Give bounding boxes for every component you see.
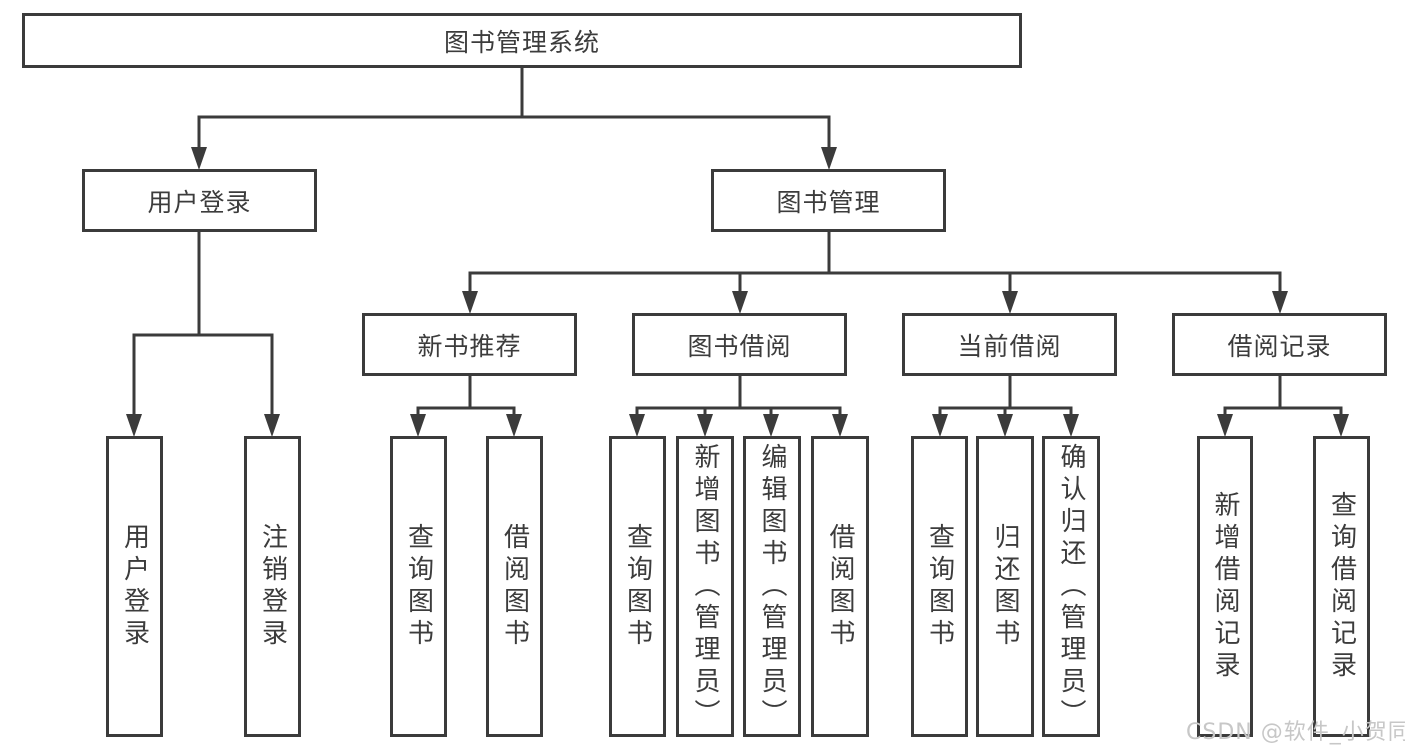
- leaf-query-books-borrow: 查询图书: [609, 436, 666, 737]
- node-book-borrow: 图书借阅: [632, 313, 847, 376]
- leaf-borrow-books: 借阅图书: [811, 436, 869, 737]
- leaf-edit-book-admin: 编辑图书（管理员）: [743, 436, 801, 737]
- node-book-management: 图书管理: [711, 169, 946, 232]
- leaf-add-borrow-record: 新增借阅记录: [1197, 436, 1253, 737]
- leaf-query-books-recommend: 查询图书: [390, 436, 447, 737]
- leaf-user-login: 用户登录: [106, 436, 163, 737]
- node-borrow-records: 借阅记录: [1172, 313, 1387, 376]
- node-user-login: 用户登录: [82, 169, 317, 232]
- leaf-logout-login: 注销登录: [244, 436, 301, 737]
- node-library-system: 图书管理系统: [22, 13, 1022, 68]
- leaf-borrow-books-recommend: 借阅图书: [486, 436, 543, 737]
- node-new-book-recommend: 新书推荐: [362, 313, 577, 376]
- leaf-confirm-return-admin: 确认归还（管理员）: [1042, 436, 1100, 737]
- csdn-watermark: CSDN @软件_小贺同学: [1186, 720, 1405, 745]
- node-current-borrow: 当前借阅: [902, 313, 1117, 376]
- leaf-query-borrow-record: 查询借阅记录: [1313, 436, 1370, 737]
- leaf-add-book-admin: 新增图书（管理员）: [676, 436, 734, 737]
- leaf-query-books-current: 查询图书: [911, 436, 968, 737]
- leaf-return-book: 归还图书: [976, 436, 1034, 737]
